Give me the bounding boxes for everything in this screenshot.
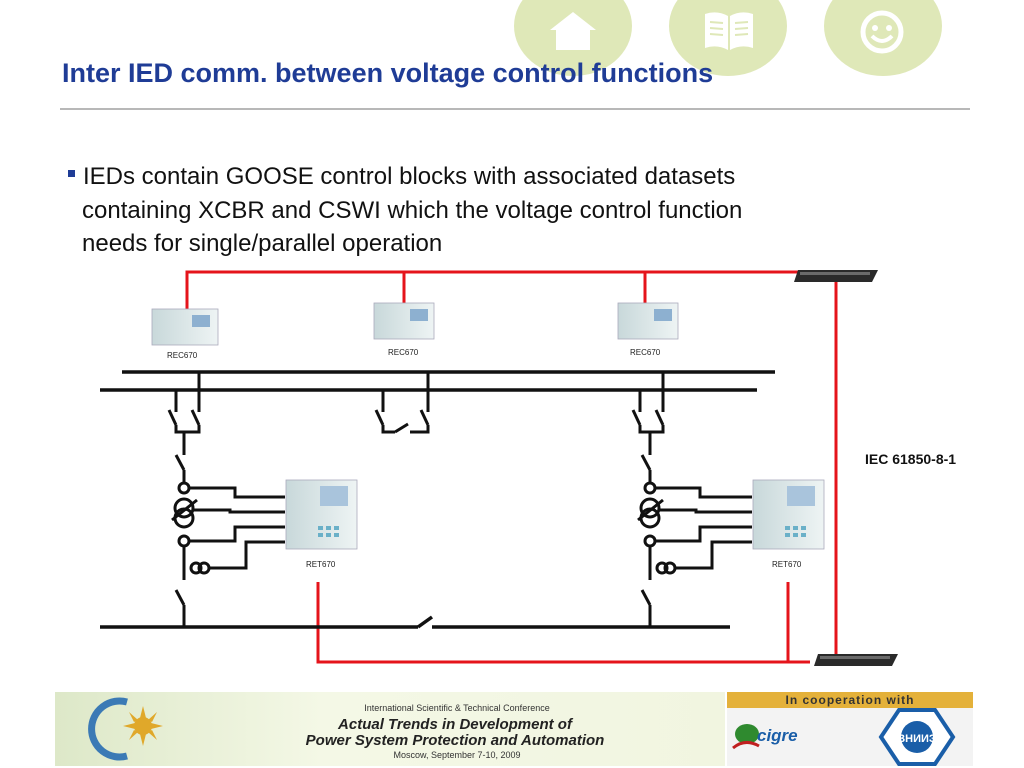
bullet-line-1: IEDs contain GOOSE control blocks with a…	[68, 160, 898, 194]
link-bottom	[316, 582, 810, 664]
rec670-device-2	[373, 302, 435, 340]
bay-left	[167, 372, 285, 627]
bullet-line-2: containing XCBR and CSWI which the volta…	[82, 196, 743, 224]
rec670-device-1	[151, 308, 219, 346]
ret670-label-1: RET670	[306, 560, 336, 569]
busbars	[100, 370, 775, 629]
title-divider	[60, 108, 970, 110]
nav-home-button[interactable]	[514, 0, 632, 76]
bus-coupler-switch	[416, 615, 434, 629]
rec670-label-1: REC670	[167, 351, 198, 360]
cooperation-panel: In cooperation with cigre ВНИИЭ	[727, 692, 973, 766]
network-label: IEC 61850-8-1	[865, 451, 956, 467]
substation-diagram: REC670 REC670 REC670	[100, 270, 956, 666]
bay-right	[631, 372, 752, 627]
conference-line-1: International Scientific & Technical Con…	[364, 703, 550, 713]
footer-banner: International Scientific & Technical Con…	[55, 692, 973, 766]
nav-icons	[504, 0, 1024, 76]
ret670-device-1	[285, 479, 358, 550]
cooperation-bar	[727, 692, 973, 708]
cigre-logo-icon	[732, 724, 760, 750]
bus-coupler-bay	[374, 372, 430, 434]
goose-network-links	[185, 270, 838, 664]
bullet-text: IEDs contain GOOSE control blocks with a…	[68, 160, 898, 261]
bullet-line-1-text: IEDs contain GOOSE control blocks with a…	[83, 163, 736, 190]
ret670-label-2: RET670	[772, 560, 802, 569]
cigre-logo-text: cigre	[757, 726, 798, 745]
ret670-device-2	[752, 479, 825, 550]
rec670-device-3	[617, 302, 679, 340]
conference-line-4: Moscow, September 7-10, 2009	[393, 750, 521, 760]
nav-book-button[interactable]	[669, 0, 787, 76]
vniie-logo-text: ВНИИЭ	[897, 733, 937, 745]
bullet-line-3: needs for single/parallel operation	[82, 230, 443, 257]
ethernet-switch-top	[794, 270, 878, 282]
link-top	[185, 270, 800, 312]
conference-line-3: Power System Protection and Automation	[305, 732, 605, 749]
cooperation-label: In cooperation with	[785, 693, 915, 707]
home-icon	[550, 12, 596, 50]
conference-banner: International Scientific & Technical Con…	[55, 692, 725, 766]
rec670-label-2: REC670	[388, 348, 419, 357]
conference-line-2: Actual Trends in Development of	[338, 716, 572, 733]
ethernet-switch-bottom	[814, 654, 898, 666]
smiley-icon	[860, 10, 904, 54]
conference-logo	[88, 697, 163, 761]
rec670-label-3: REC670	[630, 348, 661, 357]
bullet-marker	[68, 170, 75, 178]
page-title: Inter IED comm. between voltage control …	[62, 58, 714, 88]
book-icon	[705, 12, 753, 50]
vniie-logo: ВНИИЭ	[878, 708, 956, 766]
